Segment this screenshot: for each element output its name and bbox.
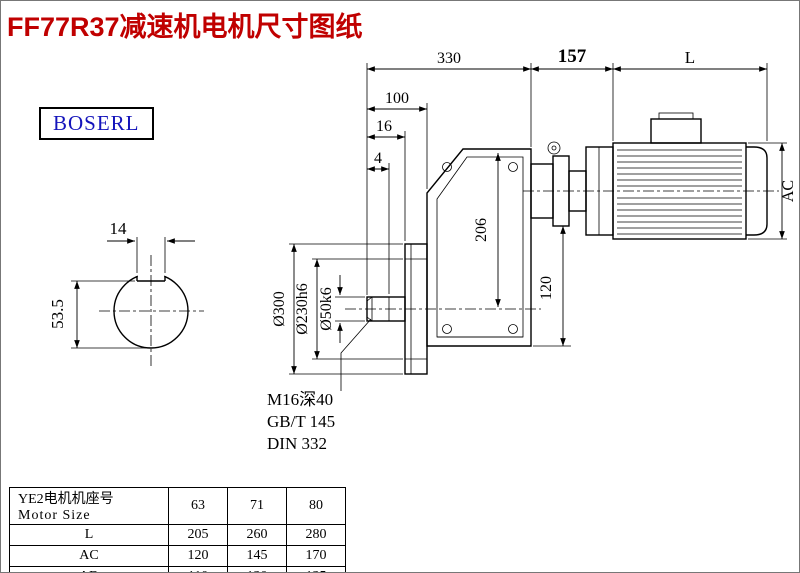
cell-AD-71: 130 — [227, 566, 287, 572]
motor-size-table: YE2电机机座号 Motor Size 63 71 80 L 205 260 2… — [9, 487, 346, 572]
dim-face-offset: 16 — [367, 118, 406, 241]
cell-L-63: 205 — [168, 524, 228, 546]
dim-motor-height: AC — [748, 142, 797, 240]
table-row-AC: AC 120 145 170 — [9, 545, 346, 567]
shaft-section-view — [99, 255, 204, 367]
note-din332: DIN 332 — [267, 434, 327, 453]
dim-label-16: 16 — [376, 118, 392, 135]
row-label-L: L — [9, 524, 169, 546]
page-title: FF77R37减速机电机尺寸图纸 — [7, 12, 363, 42]
dim-shaft-length: 100 — [367, 90, 428, 189]
table-col-80: 80 — [286, 487, 346, 525]
brand-text: BOSERL — [53, 111, 140, 135]
dim-pilot-dia: Ø230h6 — [294, 258, 403, 360]
dim-flange-od: Ø300 — [271, 243, 403, 375]
technical-drawing: 14 53.5 — [48, 46, 797, 453]
dim-label-L: L — [685, 48, 695, 67]
dim-label-dia300: Ø300 — [271, 291, 288, 327]
dim-key-height: 53.5 — [48, 280, 149, 349]
dim-label-4: 4 — [374, 150, 382, 167]
cell-L-71: 260 — [227, 524, 287, 546]
thread-notes: M16深40 GB/T 145 DIN 332 — [267, 318, 372, 453]
table-header-row: YE2电机机座号 Motor Size 63 71 80 — [9, 487, 346, 525]
table-row-L: L 205 260 280 — [9, 524, 346, 546]
cell-AC-63: 120 — [168, 545, 228, 567]
dim-shaft-dia: Ø50k6 — [318, 275, 365, 343]
dim-label-dia230: Ø230h6 — [294, 283, 311, 335]
dim-label-120: 120 — [538, 276, 555, 300]
dim-bottom-height: 120 — [533, 226, 571, 347]
dim-label-dia50: Ø50k6 — [318, 287, 335, 331]
cell-AC-71: 145 — [227, 545, 287, 567]
table-col-63: 63 — [168, 487, 228, 525]
dim-label-53-5: 53.5 — [48, 299, 67, 329]
dim-label-AC: AC — [780, 180, 797, 202]
dim-label-14: 14 — [110, 219, 128, 238]
housing-screws — [442, 162, 518, 334]
dim-top-lengths: 330 157 L — [366, 46, 768, 295]
note-gbt145: GB/T 145 — [267, 412, 335, 431]
table-row-AD: AD 110 130 135 — [9, 566, 346, 572]
row-label-AC: AC — [9, 545, 169, 567]
table-col-71: 71 — [227, 487, 287, 525]
dim-label-330: 330 — [437, 50, 461, 67]
dim-label-100: 100 — [385, 90, 409, 107]
dim-key-width: 14 — [107, 219, 195, 273]
brand-logo: BOSERL — [39, 107, 154, 140]
dim-label-157: 157 — [558, 46, 587, 67]
dim-label-206: 206 — [473, 218, 490, 242]
gear-housing — [426, 148, 532, 347]
dim-step: 4 — [367, 150, 390, 294]
note-tap: M16深40 — [267, 390, 333, 409]
table-header-line2: Motor Size — [18, 508, 91, 523]
cell-AC-80: 170 — [286, 545, 346, 567]
cell-AD-80: 135 — [286, 566, 346, 572]
dim-center-height: 206 — [473, 153, 501, 307]
motor-fins — [617, 149, 742, 235]
row-label-AD: AD — [9, 566, 169, 572]
cell-AD-63: 110 — [168, 566, 228, 572]
table-header-motor-size: YE2电机机座号 Motor Size — [9, 487, 169, 525]
terminal-box — [650, 112, 702, 144]
eyebolt — [547, 141, 561, 155]
table-header-line1: YE2电机机座号 — [18, 492, 114, 507]
cell-L-80: 280 — [286, 524, 346, 546]
